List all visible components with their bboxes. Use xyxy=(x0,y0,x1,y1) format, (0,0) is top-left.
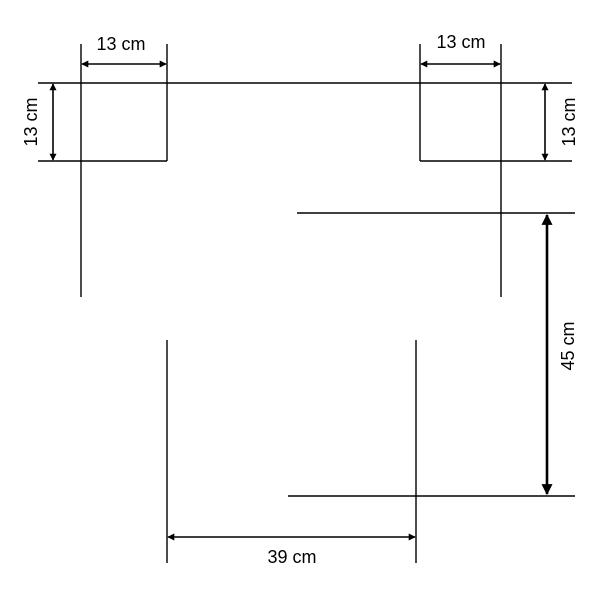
dimension-arrows xyxy=(49,60,553,541)
top-left-height-label: 13 cm xyxy=(21,97,41,146)
width-label: 39 cm xyxy=(267,547,316,567)
top-left-width-label: 13 cm xyxy=(96,34,145,54)
top-right-width-label: 13 cm xyxy=(436,32,485,52)
pattern-outline xyxy=(38,44,575,563)
height-label: 45 cm xyxy=(558,321,578,370)
top-right-height-label: 13 cm xyxy=(559,97,579,146)
